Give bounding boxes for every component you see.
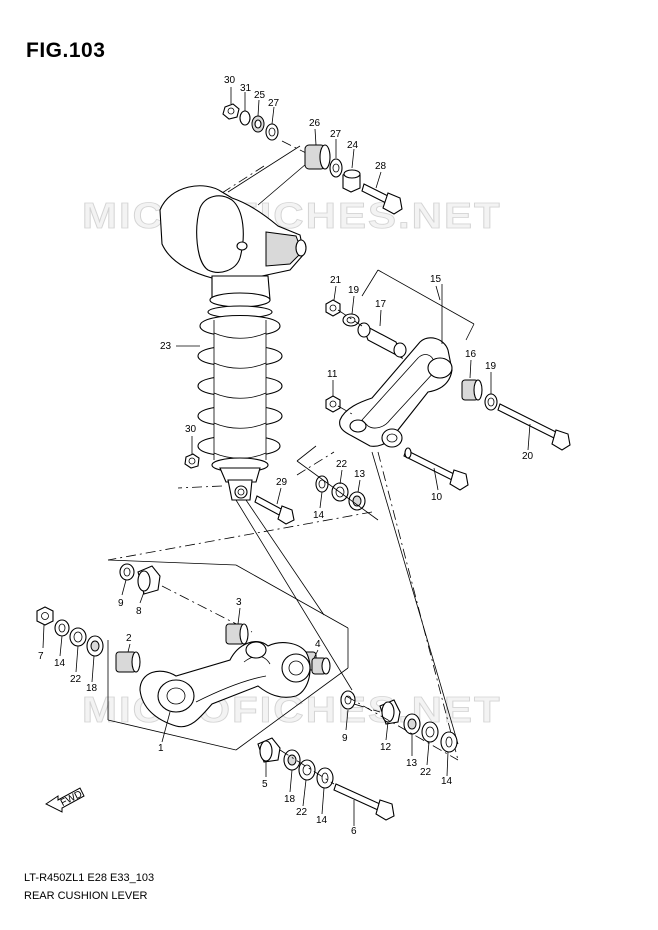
callout-8: 8 xyxy=(136,606,142,617)
callout-19-right: 19 xyxy=(485,361,497,372)
callout-11: 11 xyxy=(327,369,338,380)
bolt-28-shank[interactable] xyxy=(361,183,389,204)
callout-28: 28 xyxy=(375,161,387,172)
callout-2: 2 xyxy=(126,633,132,644)
callout-13-lower: 13 xyxy=(406,758,418,769)
callout-19-left: 19 xyxy=(348,285,360,296)
washer-22-lower[interactable] xyxy=(298,759,316,781)
callout-14-lower: 14 xyxy=(316,815,328,826)
callout-27-top: 27 xyxy=(268,98,280,109)
washer-14-upper[interactable] xyxy=(315,475,329,493)
callout-18-left: 18 xyxy=(86,683,98,694)
nut-30-bottom[interactable] xyxy=(184,453,200,469)
callout-13-upper: 13 xyxy=(354,469,366,480)
rear-shock-absorber[interactable] xyxy=(159,185,307,501)
washer-27-right[interactable] xyxy=(329,158,343,178)
callout-25: 25 xyxy=(254,90,266,101)
callout-27-right: 27 xyxy=(330,129,342,140)
callout-3: 3 xyxy=(236,597,242,608)
callout-29: 29 xyxy=(276,477,288,488)
callout-22-lower: 22 xyxy=(296,807,308,818)
callout-22-upper: 22 xyxy=(336,459,348,470)
bolt-20[interactable] xyxy=(497,403,571,451)
callout-26: 26 xyxy=(309,118,321,129)
callout-6: 6 xyxy=(351,826,357,837)
callout-7: 7 xyxy=(38,651,44,662)
washer-19-right[interactable] xyxy=(484,393,498,411)
callout-9-upper: 9 xyxy=(118,598,124,609)
callout-22-right: 22 xyxy=(420,767,432,778)
callout-20: 20 xyxy=(522,451,534,462)
nut-11[interactable] xyxy=(325,395,341,413)
callout-17: 17 xyxy=(375,299,387,310)
watermark-top: MICROFICHES.NET xyxy=(82,195,502,236)
callout-18-lower: 18 xyxy=(284,794,296,805)
bolt-28-head[interactable] xyxy=(382,192,403,215)
callout-31: 31 xyxy=(240,83,252,94)
bolt-10[interactable] xyxy=(403,447,469,491)
callout-14-right: 14 xyxy=(441,776,453,787)
nut-21[interactable] xyxy=(325,299,341,317)
callout-10: 10 xyxy=(431,492,443,503)
fwd-arrow-icon: FWD xyxy=(45,787,85,813)
callout-15: 15 xyxy=(430,274,442,285)
callout-30-bottom: 30 xyxy=(185,424,197,435)
washer-27-top[interactable] xyxy=(265,123,279,141)
callout-14-left: 14 xyxy=(54,658,66,669)
top-washers-group xyxy=(222,87,279,141)
nut-30-top[interactable] xyxy=(222,103,240,120)
cushion-rod-15[interactable] xyxy=(339,337,453,448)
bolt-29[interactable] xyxy=(254,487,295,525)
callout-16: 16 xyxy=(465,349,477,360)
callout-22-left: 22 xyxy=(70,674,82,685)
callout-23: 23 xyxy=(160,341,172,352)
top-right-hardware xyxy=(221,128,403,215)
washer-9-lower[interactable] xyxy=(340,690,356,710)
callout-numbers: 30 31 25 27 26 27 24 28 23 30 21 19 17 1… xyxy=(38,75,534,837)
washer-31[interactable] xyxy=(239,110,251,126)
fwd-label: FWD xyxy=(59,789,84,809)
washer-14-right[interactable] xyxy=(440,731,458,753)
shock-top-eye xyxy=(196,195,244,273)
model-code: LT-R450ZL1 E28 E33_103 xyxy=(24,872,155,884)
washer-19-left[interactable] xyxy=(342,313,360,327)
callout-21: 21 xyxy=(330,275,342,286)
callout-4: 4 xyxy=(315,639,321,650)
washer-22-right[interactable] xyxy=(421,721,439,743)
callout-24: 24 xyxy=(347,140,359,151)
callout-9-lower: 9 xyxy=(342,733,348,744)
figure-caption: REAR CUSHION LEVER xyxy=(24,890,148,902)
washer-22-left[interactable] xyxy=(69,627,87,647)
callout-1: 1 xyxy=(158,743,164,754)
callout-5: 5 xyxy=(262,779,268,790)
leader-lines xyxy=(42,285,531,826)
nut-7[interactable] xyxy=(36,606,54,626)
callout-30-top: 30 xyxy=(224,75,236,86)
bolt-6[interactable] xyxy=(333,783,395,821)
callout-12: 12 xyxy=(380,742,392,753)
shock-spring xyxy=(197,315,283,460)
washer-14-lower[interactable] xyxy=(316,767,334,789)
washer-14-left[interactable] xyxy=(54,619,70,637)
collar-17[interactable] xyxy=(357,322,407,360)
figure-title: FIG.103 xyxy=(26,39,106,62)
washer-9-upper[interactable] xyxy=(119,563,135,581)
callout-14-upper: 14 xyxy=(313,510,325,521)
cushion-lever-1[interactable] xyxy=(139,641,311,728)
